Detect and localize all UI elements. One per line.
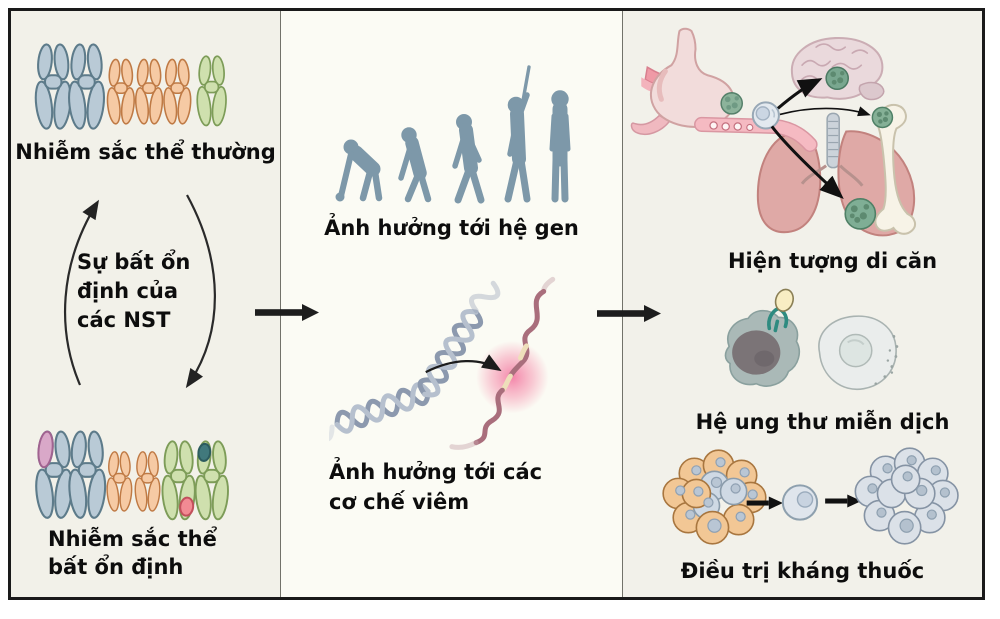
cerebellum-icon (858, 81, 885, 101)
normal-chromosomes-illustration (32, 42, 229, 131)
stomach-illustration (630, 27, 818, 153)
trachea-icon (826, 112, 840, 169)
diagram-frame: Nhiễm sắc thể thường Sự bất ổn định của … (8, 8, 985, 600)
duodenum-icon (630, 114, 671, 136)
resistant-cell-icon (781, 484, 819, 521)
flow-arrow-left-icon (255, 304, 319, 321)
lung-tumor-icon (844, 198, 877, 230)
nucleus-icon (838, 333, 873, 368)
instability-cycle-arrows (64, 194, 216, 389)
brain-illustration (790, 37, 885, 101)
inflammation-effect-label: Ảnh hưởng tới các cơ chế viêm (329, 460, 543, 514)
nucleus-icon (732, 330, 781, 375)
genome-effect-label: Ảnh hưởng tới hệ gen (324, 216, 579, 240)
damaged-dna-icon (449, 276, 556, 450)
tumor-cluster-before-icon (662, 449, 767, 545)
tumor-cluster-after-icon (854, 447, 959, 545)
modern-human-silhouette-icon (549, 90, 571, 203)
unstable-chromosomes-label: Nhiễm sắc thể bất ổn định (48, 527, 217, 579)
stomach-body-icon (650, 27, 735, 128)
evolution-silhouettes-illustration (335, 65, 571, 204)
resistance-arrow-icon (746, 496, 783, 510)
dna-damage-illustration (329, 276, 556, 450)
metastasis-illustration (630, 27, 917, 237)
inserted-segment-icon (197, 442, 212, 462)
normal-chromosomes-label: Nhiễm sắc thể thường (15, 140, 276, 164)
immune-label: Hệ ung thư miễn dịch (695, 410, 950, 434)
drug-resistance-illustration (662, 447, 959, 545)
blood-vessel-icon (694, 116, 818, 153)
antigen-icon (774, 288, 794, 312)
panel-chromosome-instability: Nhiễm sắc thể thường Sự bất ổn định của … (11, 11, 280, 597)
amplified-segment-icon (179, 496, 195, 517)
instability-cycle-label: Sự bất ổn định của các NST (77, 250, 191, 332)
circulating-tumor-cell-icon (751, 101, 780, 130)
bone-illustration (871, 103, 917, 235)
hominid-silhouette-icon (398, 127, 432, 203)
early-human-silhouette-icon (452, 114, 485, 204)
panel-consequences: Hiện tượng di căn (623, 11, 982, 597)
spear-bearer-silhouette-icon (504, 65, 531, 203)
flow-arrow-right-icon (597, 305, 661, 322)
unstable-chromosomes-illustration (32, 429, 232, 522)
panel-effects: Ảnh hưởng tới hệ gen (280, 11, 623, 597)
metastasis-label: Hiện tượng di căn (727, 249, 938, 273)
cycle-arrow-up-icon (64, 199, 100, 386)
cycle-arrow-down-icon (185, 194, 216, 389)
ape-silhouette-icon (335, 139, 383, 202)
brain-tumor-icon (825, 66, 850, 91)
arrow-to-brain-icon (776, 78, 823, 110)
immune-cell-icon (724, 288, 800, 387)
femur-icon (872, 103, 917, 235)
arrow-to-lung-icon (770, 125, 844, 200)
bone-tumor-icon (871, 106, 894, 129)
normal-dna-icon (329, 280, 501, 442)
damage-arrow-icon (425, 354, 502, 374)
arrow-to-bone-icon (779, 106, 871, 117)
drug-resistance-label: Điều trị kháng thuốc (680, 559, 925, 583)
immune-cells-illustration (724, 288, 899, 391)
tumor-cell-icon (818, 315, 899, 391)
regrowth-arrow-icon (825, 494, 862, 508)
stomach-tumor-icon (720, 92, 744, 115)
translocated-arm-icon (37, 430, 54, 469)
